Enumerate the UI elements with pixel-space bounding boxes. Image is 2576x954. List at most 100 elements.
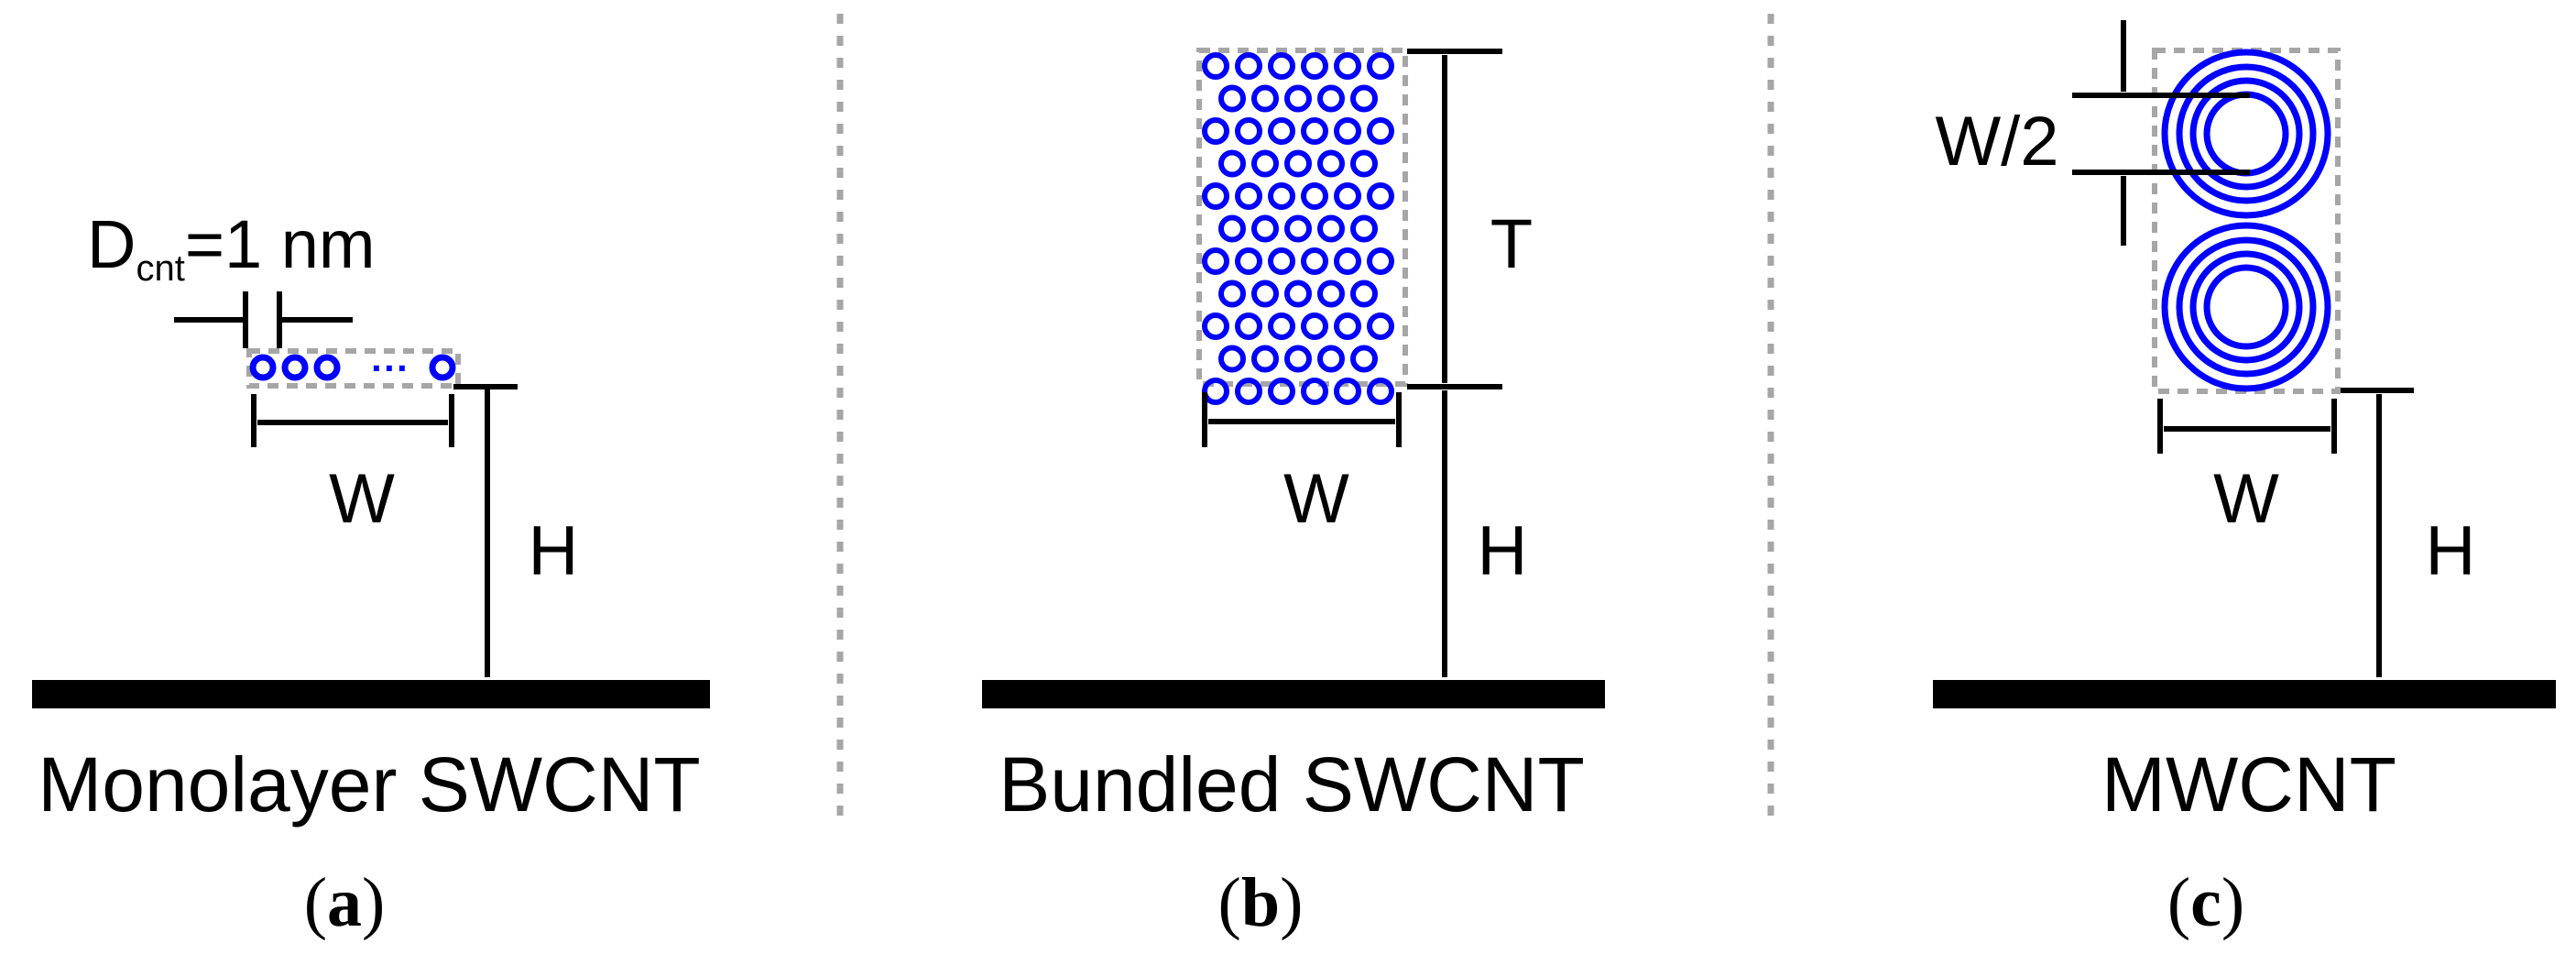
nanotube xyxy=(1334,313,1361,340)
nanotube xyxy=(1218,345,1246,373)
nanotube xyxy=(1202,247,1229,275)
nanotube xyxy=(1218,149,1246,178)
nanotube xyxy=(1202,182,1229,210)
nanotube xyxy=(1334,378,1361,405)
nanotube xyxy=(1235,313,1262,340)
nanotube xyxy=(1268,313,1295,340)
nanotube xyxy=(1367,247,1394,275)
nanotube xyxy=(1268,378,1295,405)
nanotube xyxy=(1235,117,1262,145)
panel-a-monolayer: ··· Dcnt=1 nm W H Monolayer SWCNT (a) xyxy=(32,206,710,941)
nanotube xyxy=(1334,117,1361,145)
nanotube xyxy=(1301,247,1328,275)
nanotube xyxy=(1301,182,1328,210)
bundle-outline xyxy=(1196,48,1408,387)
nanotube xyxy=(1235,52,1262,80)
mwcnt-outline xyxy=(2152,48,2341,394)
nanotube xyxy=(1218,84,1246,113)
nanotube xyxy=(1301,52,1328,80)
panel-b-bundled: T W H Bundled SWCNT (b) xyxy=(982,48,1605,941)
thickness-label: T xyxy=(1490,205,1533,283)
nanotube xyxy=(1301,378,1328,405)
nanotube xyxy=(1251,280,1279,308)
nanotube xyxy=(1218,280,1246,308)
nanotube xyxy=(1350,84,1378,113)
nanotube xyxy=(1334,247,1361,275)
nanotube xyxy=(1284,84,1312,113)
nanotube xyxy=(1367,182,1394,210)
nanotube xyxy=(1334,52,1361,80)
width-label: W xyxy=(2213,460,2279,538)
panel-title: Monolayer SWCNT xyxy=(38,741,700,828)
height-label: H xyxy=(2426,512,2476,590)
nanotube xyxy=(1317,214,1345,243)
nanotube xyxy=(1251,214,1279,243)
height-label: H xyxy=(1478,512,1528,590)
nanotube xyxy=(281,354,309,381)
nanotube-shell xyxy=(2161,222,2331,392)
nanotube xyxy=(1317,280,1345,308)
nanotube xyxy=(1367,378,1394,405)
nanotube xyxy=(1235,182,1262,210)
nanotube xyxy=(1202,313,1229,340)
nanotube xyxy=(1284,149,1312,178)
nanotube xyxy=(1268,182,1295,210)
nanotube-shell xyxy=(2203,264,2289,350)
monolayer-ellipsis: ··· xyxy=(371,346,409,389)
nanotube xyxy=(1284,345,1312,373)
nanotube xyxy=(1284,280,1312,308)
ground-plane xyxy=(982,680,1605,708)
nanotube xyxy=(313,354,341,381)
ground-plane xyxy=(1933,680,2556,708)
nanotube xyxy=(1235,378,1262,405)
monolayer-outline xyxy=(246,348,461,389)
nanotube xyxy=(1235,247,1262,275)
panel-title: Bundled SWCNT xyxy=(999,741,1585,828)
panel-title: MWCNT xyxy=(2101,741,2396,828)
nanotube xyxy=(1251,149,1279,178)
panel-caption: (a) xyxy=(304,864,386,941)
bundle-tubes xyxy=(1202,52,1394,405)
nanotube xyxy=(1334,182,1361,210)
nanotube xyxy=(1350,280,1378,308)
nanotube xyxy=(1317,345,1345,373)
nanotube xyxy=(249,354,277,381)
nanotube xyxy=(1268,247,1295,275)
mwcnt-tubes xyxy=(2161,49,2331,392)
nanotube xyxy=(1350,214,1378,243)
nanotube xyxy=(1202,378,1229,405)
nanotube xyxy=(1268,117,1295,145)
nanotube xyxy=(1202,117,1229,145)
width-label: W xyxy=(329,460,395,538)
height-label: H xyxy=(529,512,579,590)
nanotube xyxy=(1284,214,1312,243)
nanotube xyxy=(1350,345,1378,373)
ground-plane xyxy=(32,680,710,708)
nanotube xyxy=(1202,52,1229,80)
panel-c-mwcnt: W/2 W H MWCNT (c) xyxy=(1933,20,2556,941)
nanotube xyxy=(1367,117,1394,145)
nanotube-shell xyxy=(2176,236,2317,378)
nanotube-shell xyxy=(2161,49,2331,219)
panel-caption: (b) xyxy=(1218,864,1304,941)
nanotube xyxy=(1218,214,1246,243)
width-label: W xyxy=(1283,460,1349,538)
nanotube xyxy=(429,354,456,381)
nanotube-shell xyxy=(2176,63,2317,204)
nanotube xyxy=(1367,52,1394,80)
nanotube xyxy=(1301,117,1328,145)
nanotube xyxy=(1251,84,1279,113)
nanotube-shell xyxy=(2189,250,2303,364)
nanotube xyxy=(1350,149,1378,178)
nanotube-shell xyxy=(2203,91,2289,177)
monolayer-tubes xyxy=(249,354,456,381)
half-width-label: W/2 xyxy=(1935,103,2058,181)
nanotube xyxy=(1301,313,1328,340)
diameter-label: Dcnt=1 nm xyxy=(87,206,376,289)
nanotube xyxy=(1317,84,1345,113)
nanotube-shell xyxy=(2189,77,2303,191)
nanotube xyxy=(1251,345,1279,373)
panel-caption: (c) xyxy=(2167,864,2244,941)
nanotube xyxy=(1317,149,1345,178)
